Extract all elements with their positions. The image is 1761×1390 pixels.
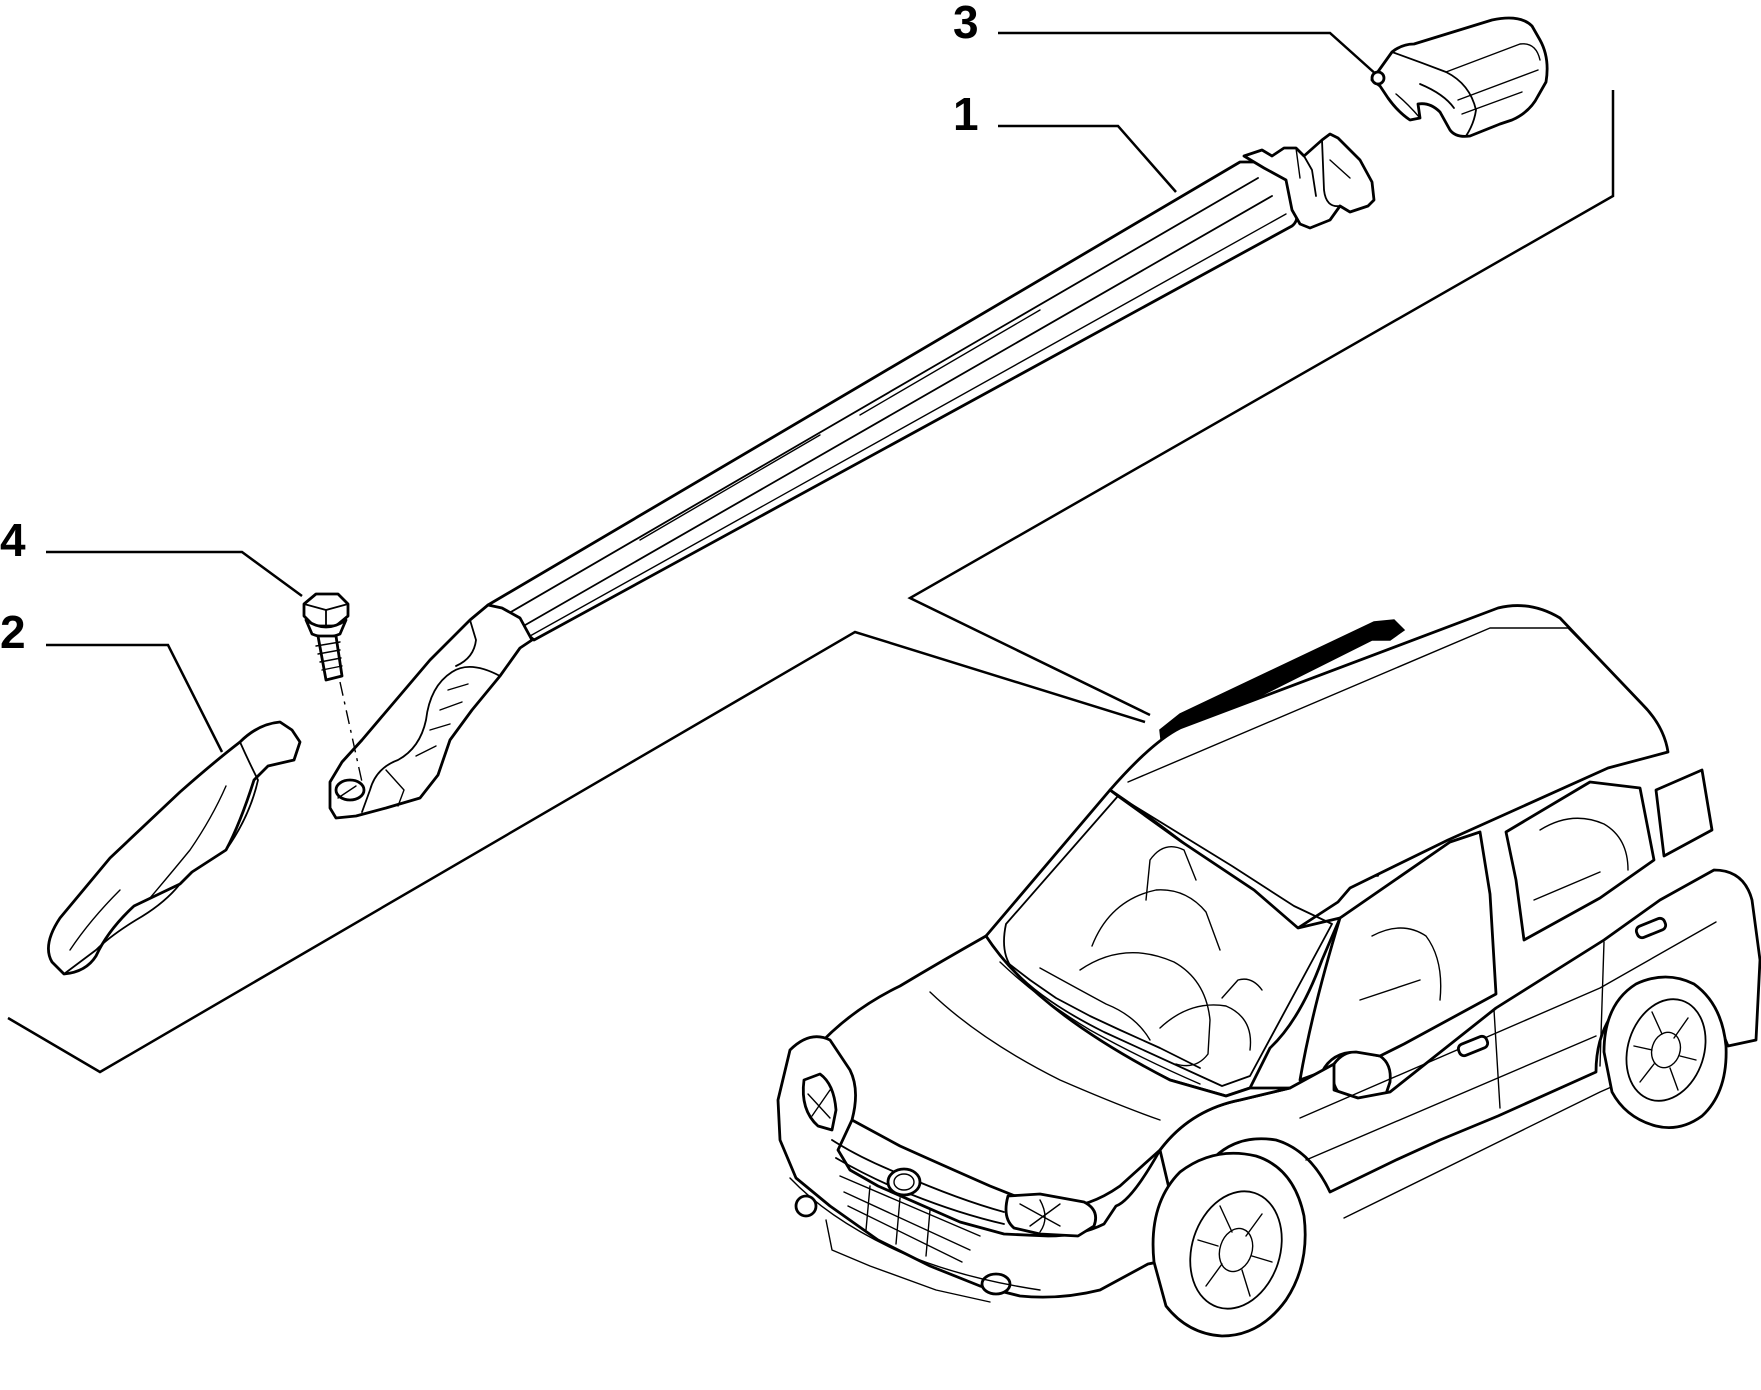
end-cover-front xyxy=(47,720,302,976)
callout-number-2: 2 xyxy=(0,606,26,658)
leader-line-3 xyxy=(998,31,1379,77)
bracket-line-front xyxy=(7,630,1146,1074)
fixing-screw xyxy=(302,592,363,783)
bracket-line-rear xyxy=(907,90,1615,717)
car-wheel-rear xyxy=(1602,975,1728,1130)
car-illustration xyxy=(776,604,1761,1338)
car-foglight-left xyxy=(794,1194,818,1218)
leader-line-4 xyxy=(46,550,303,598)
car-wheel-front xyxy=(1151,1151,1307,1338)
roof-rail xyxy=(328,132,1376,820)
callout-number-4: 4 xyxy=(0,514,26,566)
callout-number-3: 3 xyxy=(953,0,979,48)
leader-line-2 xyxy=(46,643,224,753)
car-emblem xyxy=(886,1167,922,1197)
car-headlight-right xyxy=(1004,1192,1098,1238)
leader-lines xyxy=(46,31,1379,753)
car-foglight-right xyxy=(980,1272,1012,1296)
leader-line-1 xyxy=(998,124,1177,193)
bracket-lines xyxy=(7,90,1615,1074)
end-cover-rear xyxy=(1370,16,1549,138)
callout-number-1: 1 xyxy=(953,88,979,140)
